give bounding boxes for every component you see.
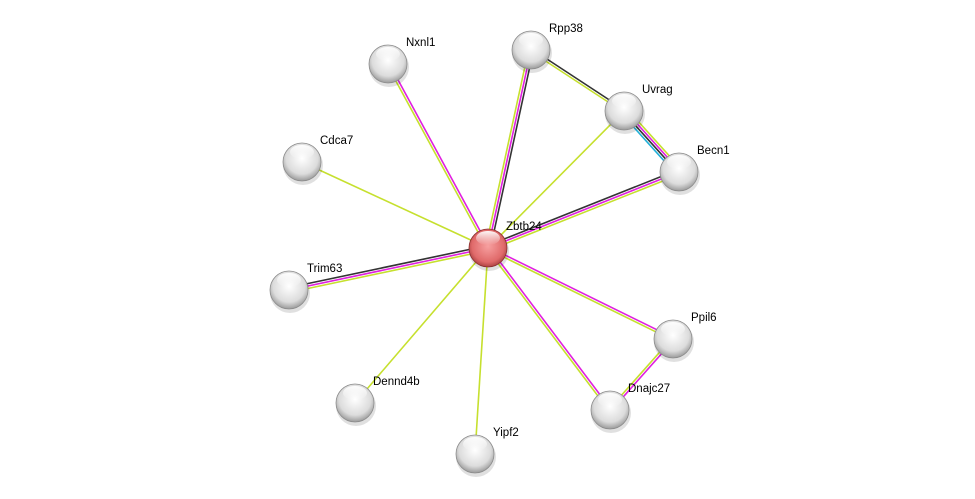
- node-highlight: [343, 386, 367, 400]
- node-highlight: [476, 231, 500, 245]
- edge-zbtb24-uvrag[interactable]: [487, 110, 625, 249]
- node-label: Ppil6: [691, 312, 717, 324]
- node-label: Yipf2: [493, 427, 519, 439]
- edge-line-textmining: [484, 49, 530, 248]
- edge-zbtb24-cdca7[interactable]: [301, 161, 489, 249]
- edge-line-textmining: [488, 173, 681, 251]
- edge-line-coexpression: [288, 244, 488, 289]
- node-highlight: [376, 47, 400, 61]
- node-label: Becn1: [697, 145, 730, 157]
- edge-zbtb24-trim63[interactable]: [288, 244, 489, 294]
- node-label: Nxnl1: [406, 37, 435, 49]
- edge-zbtb24-dnajc27[interactable]: [486, 246, 612, 412]
- node-label: Rpp38: [549, 23, 583, 35]
- node-highlight: [612, 94, 636, 108]
- edge-line-textmining: [486, 248, 610, 412]
- edge-line-coexpression: [489, 50, 535, 249]
- edge-line-textmining: [386, 64, 488, 249]
- node-zbtb24[interactable]: Zbtb24: [468, 221, 542, 271]
- node-ppil6[interactable]: Ppil6: [653, 312, 717, 362]
- edge-zbtb24-nxnl1[interactable]: [386, 63, 490, 249]
- node-label: Uvrag: [642, 84, 673, 96]
- edge-zbtb24-rpp38[interactable]: [484, 49, 535, 249]
- edge-line-textmining: [487, 110, 625, 249]
- edge-line-textmining: [354, 247, 489, 404]
- edge-line-experiments: [487, 49, 532, 249]
- node-label: Dnajc27: [628, 383, 670, 395]
- node-label: Dennd4b: [373, 376, 420, 388]
- node-highlight: [290, 145, 314, 159]
- node-becn1[interactable]: Becn1: [659, 145, 730, 195]
- node-yipf2[interactable]: Yipf2: [455, 427, 519, 477]
- node-highlight: [463, 437, 487, 451]
- edge-line-experiments: [488, 246, 674, 339]
- edge-line-experiments: [288, 247, 489, 291]
- edge-line-textmining: [289, 249, 489, 294]
- node-highlight: [277, 273, 301, 287]
- node-highlight: [598, 393, 622, 407]
- edge-line-textmining: [474, 247, 489, 455]
- node-uvrag[interactable]: Uvrag: [604, 84, 673, 134]
- node-highlight: [667, 155, 691, 169]
- node-label: Trim63: [307, 263, 342, 275]
- node-cdca7[interactable]: Cdca7: [282, 135, 353, 185]
- edge-line-experiments: [488, 246, 612, 410]
- edge-zbtb24-ppil6[interactable]: [487, 246, 674, 341]
- edge-zbtb24-yipf2[interactable]: [474, 247, 489, 455]
- edge-zbtb24-becn1[interactable]: [486, 169, 681, 251]
- edge-line-experiments: [487, 171, 680, 249]
- edge-line-textmining: [487, 248, 673, 341]
- edge-line-experiments: [388, 63, 490, 248]
- node-dnajc27[interactable]: Dnajc27: [590, 383, 670, 433]
- edge-line-textmining: [301, 161, 489, 249]
- node-highlight: [519, 33, 543, 47]
- node-label: Zbtb24: [506, 221, 542, 233]
- node-label: Cdca7: [320, 135, 353, 147]
- node-trim63[interactable]: Trim63: [269, 263, 342, 313]
- edge-zbtb24-dennd4b[interactable]: [354, 247, 489, 404]
- node-highlight: [661, 322, 685, 336]
- edge-line-coexpression: [486, 169, 679, 247]
- node-rpp38[interactable]: Rpp38: [511, 23, 583, 73]
- node-nxnl1[interactable]: Nxnl1: [368, 37, 435, 87]
- node-dennd4b[interactable]: Dennd4b: [335, 376, 420, 426]
